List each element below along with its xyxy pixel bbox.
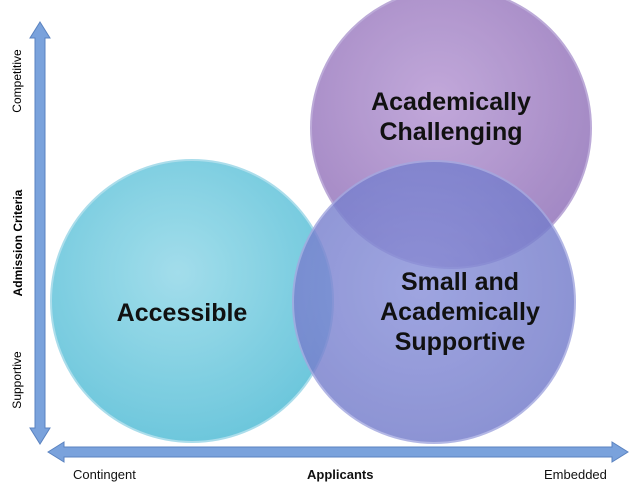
y-axis-bottom-label: Supportive <box>10 351 24 409</box>
y-axis-title: Admission Criteria <box>11 189 25 297</box>
supportive-line-1: Small and <box>400 268 520 296</box>
challenging-label: Academically Challenging <box>341 87 561 147</box>
supportive-line-2: Academically <box>380 298 540 326</box>
x-axis-title: Applicants <box>307 467 374 482</box>
circle-small-supportive <box>292 160 576 444</box>
challenging-line-1: Academically <box>371 88 531 116</box>
x-axis-arrow <box>47 441 629 463</box>
accessible-label: Accessible <box>92 298 272 328</box>
accessible-label-text: Accessible <box>116 299 248 327</box>
y-axis-top-label: Competitive <box>10 49 24 113</box>
challenging-line-2: Challenging <box>379 118 523 146</box>
y-axis-arrow <box>29 21 51 445</box>
x-axis-right-label: Embedded <box>544 467 607 482</box>
supportive-line-3: Supportive <box>394 328 526 356</box>
x-axis-left-label: Contingent <box>73 467 136 482</box>
supportive-label: Small and Academically Supportive <box>355 267 565 357</box>
